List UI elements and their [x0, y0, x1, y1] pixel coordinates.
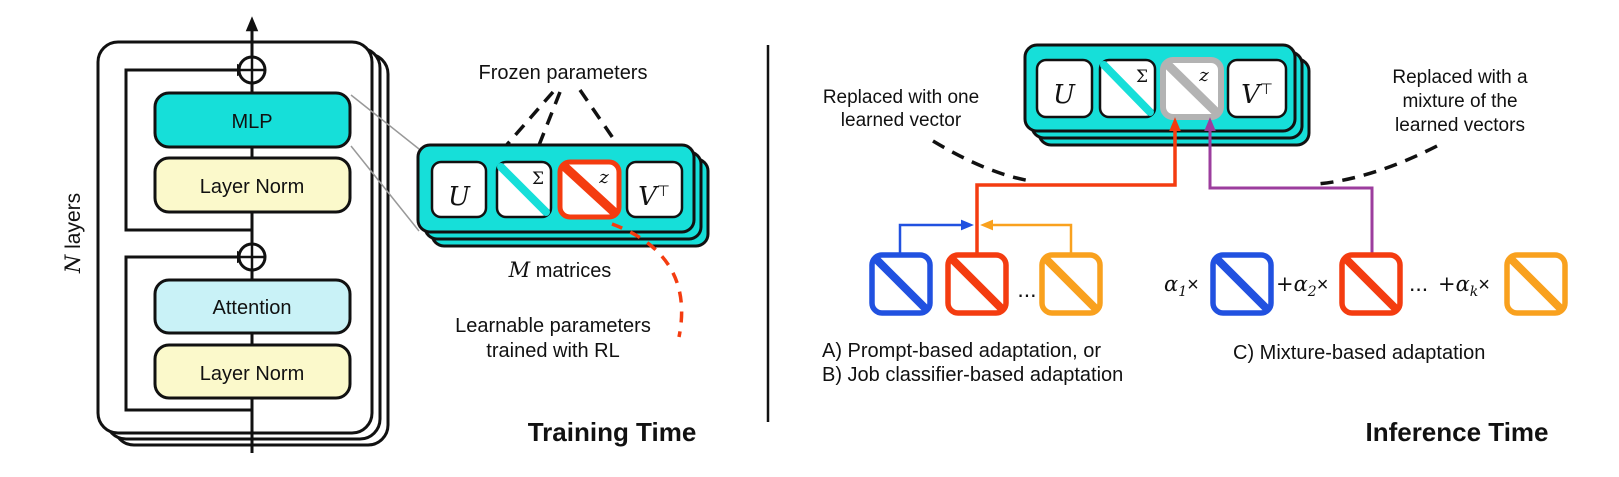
z-label: z	[1198, 65, 1209, 86]
skip-connection-mlp	[124, 63, 252, 232]
n-layers-label: N layers	[61, 193, 85, 274]
layer-norm-bottom-box	[153, 343, 352, 400]
caption-a: A) Prompt-based adaptation, or	[822, 340, 1101, 362]
learnable-label-line2: trained with RL	[486, 340, 619, 362]
orange-diagonal-icon	[1508, 256, 1564, 312]
layer-norm-top-label: Layer Norm	[200, 176, 304, 198]
candidate-vectors-ab: ...	[869, 252, 1103, 316]
vt-label: V⊤	[638, 182, 670, 212]
orange-diagonal-icon	[1043, 256, 1099, 312]
replaced-mix-label-line2: mixture of the	[1402, 91, 1517, 112]
skip-connection-attention	[124, 250, 252, 412]
layer-norm-top-box	[153, 156, 352, 214]
sigma-label: Σ	[1136, 67, 1148, 87]
alpha2-coefficient: +α2×	[1276, 272, 1328, 300]
replaced-one-label-line2: learned vector	[841, 110, 962, 131]
layer-norm-bottom-label: Layer Norm	[200, 363, 304, 385]
mixture-ellipsis: ...	[1409, 270, 1428, 296]
ab-ellipsis: ...	[1017, 276, 1036, 302]
zoom-connector-bottom	[350, 145, 420, 232]
vt-matrix-box	[1226, 58, 1288, 119]
blue-diagonal-icon	[1214, 256, 1270, 312]
mlp-label: MLP	[231, 111, 272, 133]
mlp-box	[153, 91, 352, 149]
inference-section: U Σ z V⊤ Replaced with one learned vecto…	[822, 43, 1568, 447]
red-diagonal-icon	[949, 256, 1005, 312]
attention-box	[153, 278, 352, 335]
sigma-label: Σ	[532, 169, 544, 189]
prompt-vector-arrow	[975, 117, 1181, 253]
inference-time-title: Inference Time	[1365, 417, 1548, 447]
add-node-bottom-icon	[237, 242, 267, 272]
replaced-mix-label-line1: Replaced with a	[1392, 67, 1528, 88]
blue-candidate-arrow	[898, 219, 974, 254]
learnable-label-line1: Learnable parameters	[455, 315, 651, 337]
orange-candidate-arrow	[980, 219, 1073, 254]
vt-label: V⊤	[1241, 80, 1273, 110]
sigma-diagonal-icon	[1100, 61, 1154, 116]
blue-diagonal-icon	[873, 256, 929, 312]
replaced-mix-label-line3: learned vectors	[1395, 115, 1525, 136]
mixture-vector-arrow	[1204, 117, 1374, 253]
caption-c: C) Mixture-based adaptation	[1233, 342, 1485, 364]
learnable-pointer-curve	[611, 222, 684, 338]
alphak-coefficient: +αk×	[1438, 272, 1490, 300]
red-diagonal-icon	[1343, 256, 1399, 312]
alpha1-coefficient: α1×	[1164, 272, 1199, 300]
u-matrix-box	[430, 160, 488, 219]
zoom-connector-top	[350, 94, 420, 150]
svd-stack-training: Frozen parameters U Σ z V⊤ M matrices Le…	[416, 62, 710, 447]
replaced-one-label-line1: Replaced with one	[823, 87, 979, 108]
u-label: U	[1053, 80, 1076, 110]
vt-matrix-box	[625, 160, 684, 219]
frozen-pointer-u	[488, 90, 555, 166]
transformer-block: MLP Layer Norm Attention Layer Norm N la…	[61, 16, 420, 453]
sigma-diagonal-icon	[497, 163, 550, 216]
svd-stack-inference: U Σ z V⊤	[1023, 43, 1311, 147]
training-time-title: Training Time	[528, 417, 697, 447]
u-matrix-box	[1035, 58, 1094, 119]
z-diagonal-icon	[560, 162, 619, 217]
u-label: U	[448, 182, 471, 212]
add-node-top-icon	[237, 55, 267, 85]
z-diagonal-icon	[1163, 60, 1221, 117]
frozen-parameters-label: Frozen parameters	[479, 62, 648, 84]
caption-b: B) Job classifier-based adaptation	[822, 364, 1123, 386]
m-matrices-label: M matrices	[508, 258, 612, 282]
replaced-mix-pointer	[1316, 144, 1438, 186]
mixture-formula: α1× +α2× ... +αk×	[1164, 252, 1568, 316]
z-label: z	[598, 167, 609, 188]
attention-label: Attention	[213, 297, 292, 319]
replaced-one-pointer	[932, 139, 1032, 183]
